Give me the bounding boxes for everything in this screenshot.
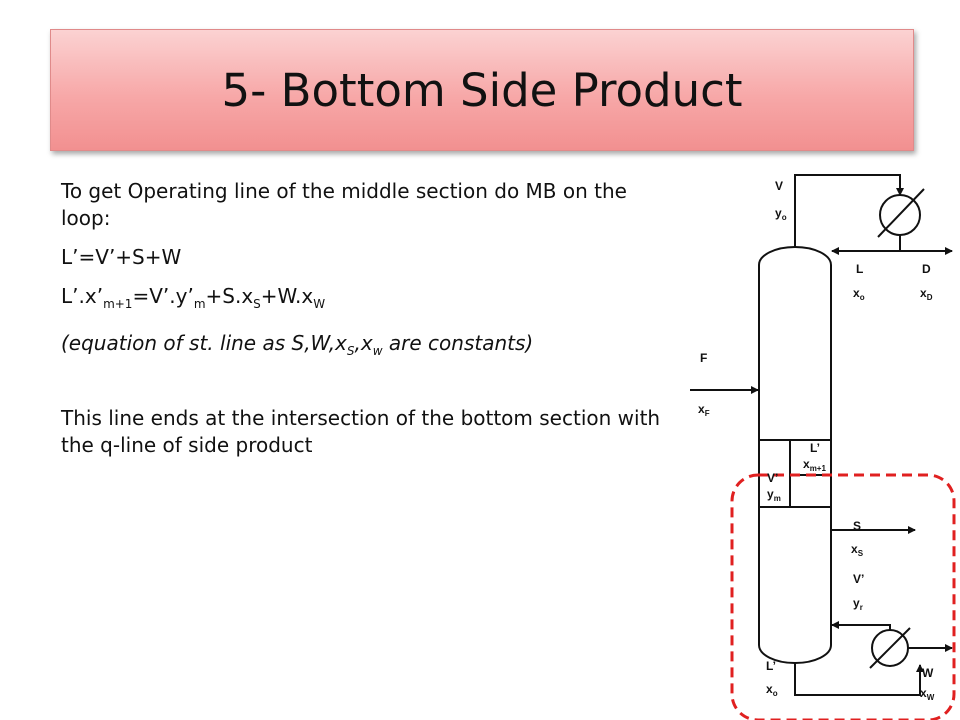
inner-liquid-name: L’ [810, 441, 820, 455]
page-title: 5- Bottom Side Product [221, 63, 743, 117]
conclusion-text: This line ends at the intersection of th… [61, 406, 661, 457]
distillation-column-diagram: V yo L xo D xD F xF L’ xm+1 V’ ym S xS V… [690, 174, 956, 720]
mass-balance-loop [730, 473, 956, 720]
intro-text: To get Operating line of the middle sect… [61, 179, 627, 230]
top-vapor-comp: yo [775, 206, 787, 222]
title-banner: 5- Bottom Side Product [50, 29, 914, 151]
bottom-liquid-line [794, 663, 924, 696]
bottoms-comp: xW [920, 686, 935, 702]
feed-comp: xF [698, 402, 710, 418]
side-product-name: S [853, 519, 861, 533]
component-balance-equation: L’.x’m+1=V’.y’m+S.xS+W.xW [61, 284, 326, 311]
inner-liquid-comp: xm+1 [803, 457, 826, 473]
bottom-liquid-comp: xo [766, 682, 778, 698]
feed-name: F [700, 351, 707, 365]
inner-vapor-name: V’ [767, 471, 778, 485]
reboiler-vapor-comp: yr [853, 596, 863, 612]
body-text: To get Operating line of the middle sect… [61, 178, 661, 459]
reboiler-vapor-line [831, 621, 891, 630]
mass-balance-equation: L’=V’+S+W [61, 245, 182, 269]
column-shell [758, 246, 832, 664]
inner-vapor-comp: ym [767, 487, 781, 503]
reboiler-slash [869, 627, 911, 669]
distillate-comp: xD [920, 286, 933, 302]
condenser-slash [877, 188, 925, 238]
top-vapor-line [794, 174, 904, 247]
distillate-name: D [922, 262, 931, 276]
bottoms-name: W [922, 666, 934, 680]
side-product-comp: xS [851, 542, 864, 558]
reboiler-vapor-name: V’ [853, 572, 864, 586]
equation-note: (equation of st. line as S,W,xS,xw are c… [61, 331, 534, 358]
reflux-comp: xo [853, 286, 865, 302]
reflux-name: L [856, 262, 863, 276]
top-vapor-name: V [775, 179, 783, 193]
bottom-liquid-name: L’ [766, 659, 776, 673]
